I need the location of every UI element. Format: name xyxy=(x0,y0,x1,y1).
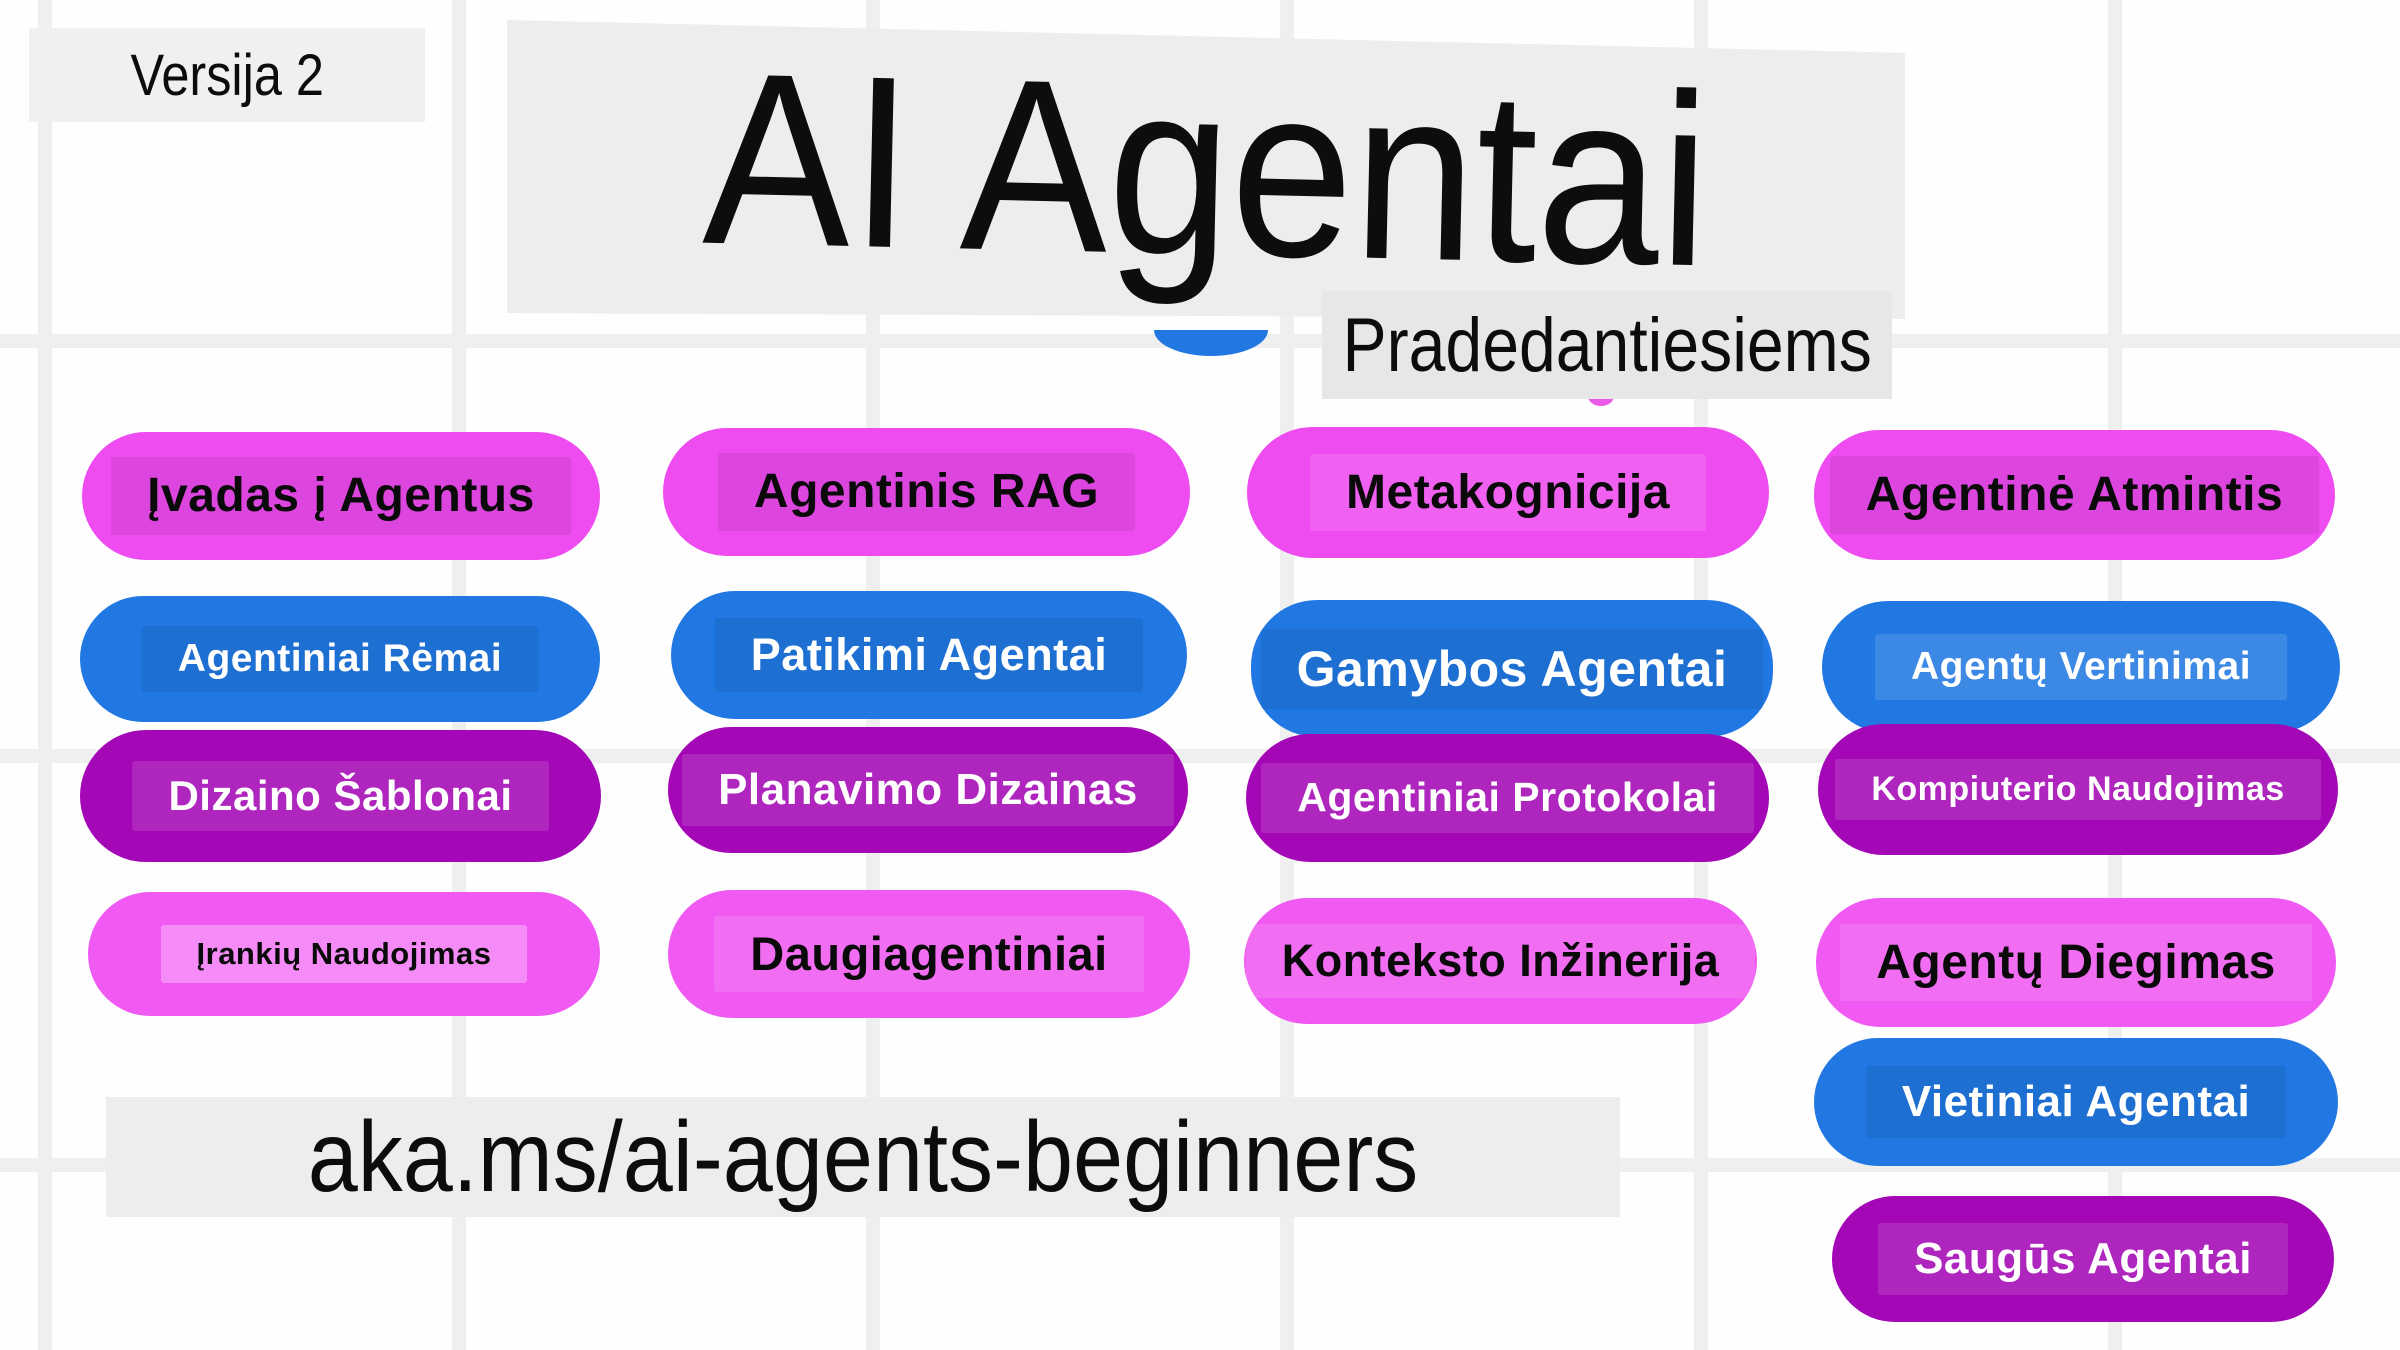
topic-pill-vietiniai-agentai[interactable]: Vietiniai Agentai xyxy=(1814,1038,2338,1166)
topic-label: Agentinis RAG xyxy=(717,453,1136,531)
topic-label: Įrankių Naudojimas xyxy=(160,925,528,983)
topic-pill-planavimo-dizainas[interactable]: Planavimo Dizainas xyxy=(668,727,1188,853)
topic-label: Vietiniai Agentai xyxy=(1865,1065,2287,1139)
subtitle-banner: Pradedantiesiems xyxy=(1322,291,1892,399)
topic-pill-gamybos-agentai[interactable]: Gamybos Agentai xyxy=(1251,600,1773,737)
topic-label: Planavimo Dizainas xyxy=(682,753,1174,827)
topic-label: Agentinė Atmintis xyxy=(1829,456,2320,534)
topic-label: Dizaino Šablonai xyxy=(132,760,549,832)
topic-pill-irankiu-naudojimas[interactable]: Įrankių Naudojimas xyxy=(88,892,600,1016)
topic-pill-agentu-vertinimai[interactable]: Agentų Vertinimai xyxy=(1822,601,2340,733)
topic-label: Saugūs Agentai xyxy=(1878,1222,2288,1296)
topic-pill-dizaino-sablonai[interactable]: Dizaino Šablonai xyxy=(80,730,601,862)
topic-pill-konteksto-inzinerija[interactable]: Konteksto Inžinerija xyxy=(1244,898,1757,1024)
topic-pill-agentinis-rag[interactable]: Agentinis RAG xyxy=(663,428,1190,556)
topic-label: Daugiagentiniai xyxy=(714,915,1144,993)
page-title: AI Agentai xyxy=(700,20,1712,318)
topic-pill-daugiagentiniai[interactable]: Daugiagentiniai xyxy=(668,890,1190,1018)
topic-label: Agentiniai Protokolai xyxy=(1261,763,1754,833)
topic-label: Įvadas į Agentus xyxy=(111,457,571,535)
topic-label: Metakognicija xyxy=(1310,453,1706,532)
grid-line-horizontal xyxy=(0,749,2400,763)
title-banner: AI Agentai xyxy=(507,20,1905,319)
version-badge: Versija 2 xyxy=(29,28,425,122)
topic-label: Gamybos Agentai xyxy=(1260,628,1764,709)
course-link[interactable]: aka.ms/ai-agents-beginners xyxy=(307,1100,1419,1213)
link-banner: aka.ms/ai-agents-beginners xyxy=(106,1097,1620,1217)
topic-pill-kompiuterio-naudojimas[interactable]: Kompiuterio Naudojimas xyxy=(1818,724,2338,855)
page-subtitle: Pradedantiesiems xyxy=(1342,302,1872,388)
topic-label: Agentų Diegimas xyxy=(1840,923,2312,1002)
topic-label: Agentų Vertinimai xyxy=(1874,633,2288,701)
topic-pill-agentiniai-remai[interactable]: Agentiniai Rėmai xyxy=(80,596,600,722)
version-badge-label: Versija 2 xyxy=(130,42,324,108)
topic-label: Patikimi Agentai xyxy=(714,618,1144,692)
topic-label: Agentiniai Rėmai xyxy=(141,625,539,693)
blue-circle-decoration xyxy=(1154,330,1268,356)
topic-pill-saugus-agentai[interactable]: Saugūs Agentai xyxy=(1832,1196,2334,1322)
topic-pill-agentu-diegimas[interactable]: Agentų Diegimas xyxy=(1816,898,2336,1027)
grid-line-vertical xyxy=(38,0,52,1350)
magenta-circle-decoration xyxy=(1588,396,1614,406)
topic-pill-patikimi-agentai[interactable]: Patikimi Agentai xyxy=(671,591,1187,719)
topic-label: Konteksto Inžinerija xyxy=(1245,924,1756,998)
topic-pill-agentiniai-protokolai[interactable]: Agentiniai Protokolai xyxy=(1246,734,1769,862)
topic-label: Kompiuterio Naudojimas xyxy=(1835,759,2321,820)
topic-pill-agentine-atmintis[interactable]: Agentinė Atmintis xyxy=(1814,430,2335,560)
topic-pill-metakognicija[interactable]: Metakognicija xyxy=(1247,427,1769,558)
topic-pill-ivadas-i-agentus[interactable]: Įvadas į Agentus xyxy=(82,432,600,560)
